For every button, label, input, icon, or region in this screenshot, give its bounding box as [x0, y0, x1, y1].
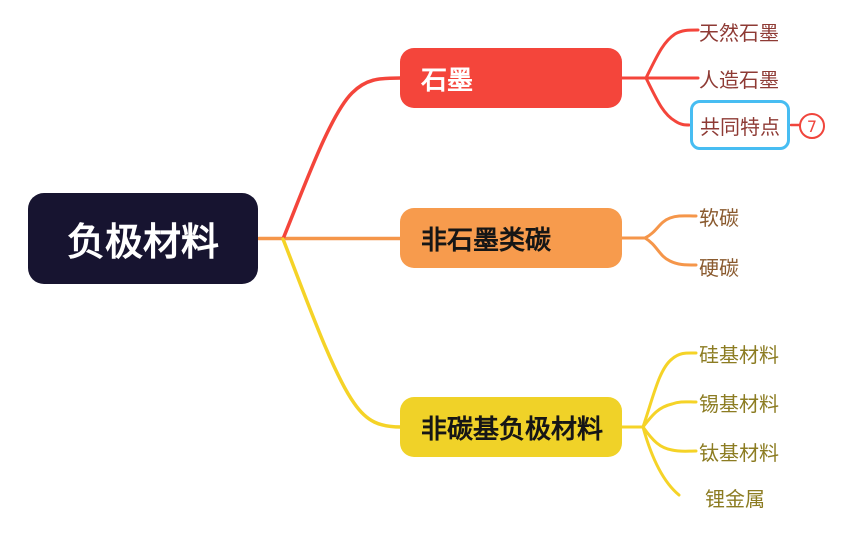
edge-nongraphite-soft: [643, 214, 698, 240]
edge-noncarbon-titanium: [641, 425, 698, 453]
leaf-titanium-based[interactable]: 钛基材料: [699, 440, 779, 465]
leaf-artificial-graphite[interactable]: 人造石墨: [699, 67, 779, 92]
edge-root-to-noncarbon: [281, 237, 403, 429]
edge-root-to-graphite: [281, 76, 403, 241]
edge-nongraphite-hard: [643, 236, 698, 267]
branch-node-non-carbon-anode[interactable]: 非碳基负极材料: [400, 397, 622, 457]
leaf-hard-carbon[interactable]: 硬碳: [699, 255, 739, 280]
branch-node-graphite[interactable]: 石墨: [400, 48, 622, 108]
edge-noncarbon-tin: [641, 400, 698, 429]
edge-graphite-natural: [644, 28, 700, 80]
leaf-natural-graphite[interactable]: 天然石墨: [699, 20, 779, 45]
leaf-tin-based[interactable]: 锡基材料: [699, 391, 779, 416]
leaf-common-features-selected[interactable]: 共同特点: [690, 100, 790, 150]
leaf-silicon-based[interactable]: 硅基材料: [699, 342, 779, 367]
edge-noncarbon-lithium: [641, 425, 681, 497]
branch-node-non-graphite-carbon[interactable]: 非石墨类碳: [400, 208, 622, 268]
leaf-soft-carbon[interactable]: 软碳: [699, 205, 739, 230]
leaf-lithium-metal[interactable]: 锂金属: [705, 486, 765, 511]
edge-noncarbon-silicon: [641, 351, 698, 429]
count-badge[interactable]: 7: [799, 113, 825, 139]
root-node-anode-materials[interactable]: 负极材料: [28, 193, 258, 284]
edge-graphite-common: [644, 76, 691, 127]
